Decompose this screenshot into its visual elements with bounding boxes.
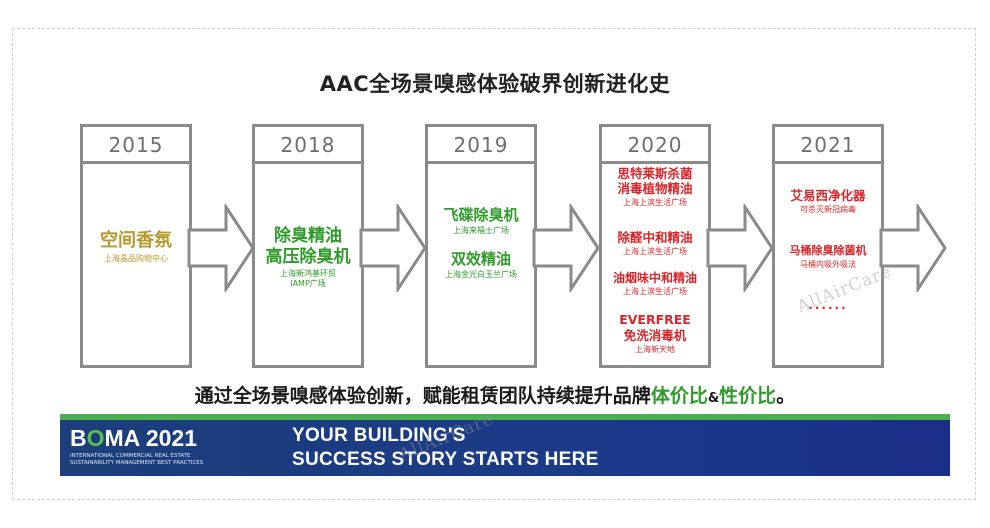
boma-logo: BOMA 2021 (70, 425, 197, 451)
card-item-title: 空间香氛 (100, 230, 172, 251)
slogan: 通过全场景嗅感体验创新，赋能租赁团队持续提升品牌体价比&性价比。 (0, 381, 990, 408)
slogan-highlight-1: 体价比 (650, 385, 708, 407)
card-item-title: 除醛中和精油 (617, 230, 693, 245)
timeline-card-2015: 2015 空间香氛 上海晶品购物中心 (80, 124, 192, 368)
card-year: 2019 (453, 133, 509, 157)
slogan-end: 。 (776, 385, 796, 407)
banner-tagline-1: YOUR BUILDING'S (292, 425, 466, 446)
card-item-sub: 上海晶品购物中心 (104, 254, 168, 263)
slogan-highlight-2: 性价比 (719, 385, 777, 407)
card-item-ellipsis: ...... (808, 298, 848, 312)
card-divider (83, 161, 189, 164)
card-item-title: 高压除臭机 (265, 247, 351, 267)
card-divider (775, 161, 881, 164)
card-item-title: 思特莱斯杀菌 (617, 166, 693, 181)
timeline-card-2020: 2020 思特莱斯杀菌 消毒植物精油 上海上滨生活广场 除醛中和精油 上海上滨生… (599, 124, 711, 368)
timeline-card-2019: 2019 飞碟除臭机 上海来福士广场 双效精油 上海金光白玉兰广场 (425, 124, 537, 368)
boma-logo-subtitle: INTERNATIONAL COMMERCIAL REAL ESTATE SUS… (70, 453, 204, 466)
slogan-ampersand: & (707, 391, 720, 406)
card-item-title: 艾易西净化器 (790, 188, 866, 203)
card-year: 2015 (108, 133, 164, 157)
card-item-sub: 上海上滨生活广场 (623, 198, 687, 207)
card-item-sub: 马桶内吸外吸法 (800, 260, 856, 269)
banner-stripe (60, 414, 950, 420)
arrow-right-icon (879, 204, 947, 292)
card-item-sub: 上海金光白玉兰广场 (445, 270, 517, 279)
arrow-right-icon (359, 204, 427, 292)
card-item-sub: 上海上滨生活广场 (623, 287, 687, 296)
card-item-title: 除臭精油 (274, 226, 342, 246)
card-divider (602, 161, 708, 164)
timeline-card-2021: 2021 艾易西净化器 可杀灭新冠病毒 马桶除臭除菌机 马桶内吸外吸法 ....… (772, 124, 884, 368)
card-year: 2020 (627, 133, 683, 157)
arrow-right-icon (187, 204, 255, 292)
page-title: AAC全场景嗅感体验破界创新进化史 (319, 72, 671, 96)
card-item-title: 消毒植物精油 (617, 181, 693, 196)
card-item-sub: 可杀灭新冠病毒 (800, 205, 856, 214)
banner-tagline-2: SUCCESS STORY STARTS HERE (292, 449, 599, 470)
card-item-title: 免洗消毒机 (623, 328, 687, 343)
card-item-sub: 上海新鸿基环贸 (280, 269, 336, 278)
card-item-sub: IAMP广场 (290, 279, 326, 288)
card-divider (428, 161, 534, 164)
card-item-title: 飞碟除臭机 (443, 206, 519, 224)
card-item-sub: 上海来福士广场 (453, 226, 509, 235)
boma-banner: BOMA 2021 INTERNATIONAL COMMERCIAL REAL … (60, 414, 950, 476)
card-item-sub: 上海上滨生活广场 (623, 247, 687, 256)
timeline-card-2018: 2018 除臭精油 高压除臭机 上海新鸿基环贸 IAMP广场 (252, 124, 364, 368)
card-item-title: 双效精油 (450, 250, 511, 268)
card-item-sub: 上海新天地 (635, 345, 675, 354)
card-item-title: 马桶除臭除菌机 (789, 244, 867, 257)
arrow-right-icon (706, 204, 774, 292)
card-item-title: 油烟味中和精油 (612, 271, 697, 285)
card-item-title: EVERFREE (619, 312, 691, 327)
card-year: 2021 (800, 133, 856, 157)
slogan-main: 通过全场景嗅感体验创新，赋能租赁团队持续提升品牌 (194, 385, 651, 407)
card-divider (255, 161, 361, 164)
arrow-right-icon (532, 204, 600, 292)
card-year: 2018 (280, 133, 336, 157)
